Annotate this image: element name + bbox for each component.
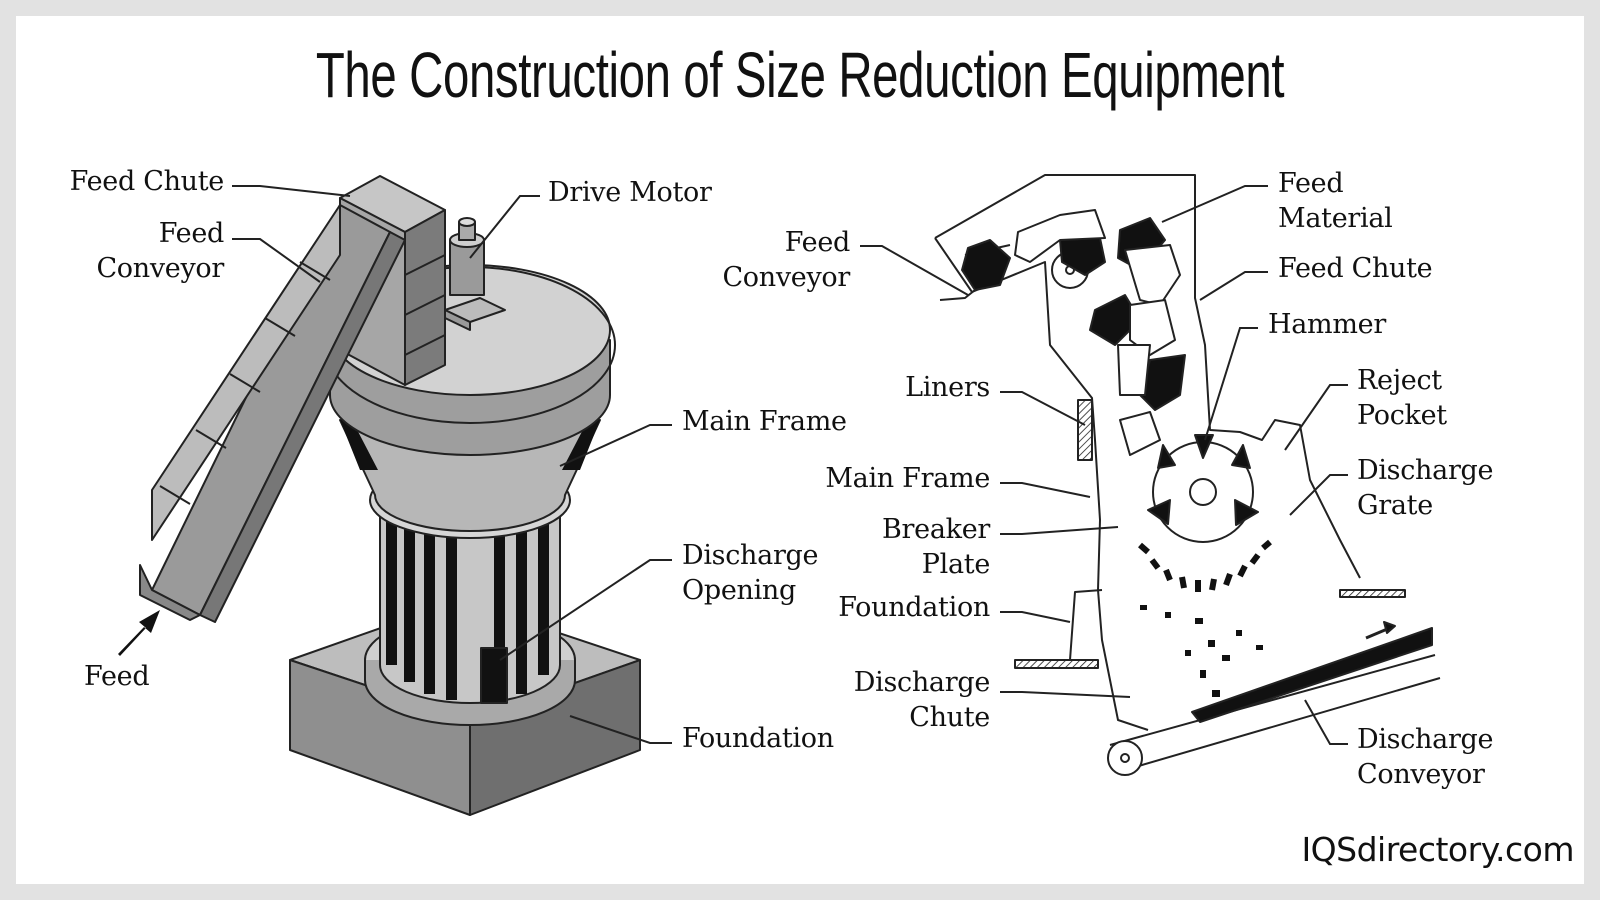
label-discharge-opening-line2: Opening [682, 575, 796, 606]
label-hammer: Hammer [1268, 309, 1386, 340]
discharge-grate [1138, 539, 1272, 592]
label-feed-material-line2: Material [1278, 203, 1393, 234]
discharge-opening [480, 647, 508, 704]
label-breaker-plate-line2: Plate [921, 549, 991, 580]
crusher-body [379, 499, 561, 704]
feed-arrow [118, 610, 160, 656]
label-feed-chute-left: Feed Chute [69, 166, 225, 197]
label-discharge-grate-line1: Discharge [1357, 455, 1494, 486]
hammer-mill-section [934, 174, 1441, 776]
mill-housing [934, 174, 1361, 579]
feed-conveyor-shape [139, 204, 406, 623]
label-drive-motor: Drive Motor [548, 177, 712, 208]
label-breaker-plate-line1: Breaker [882, 514, 990, 545]
label-main-frame-right: Main Frame [825, 463, 990, 494]
label-discharge-chute-line2: Chute [909, 702, 990, 733]
foundation-right [1339, 589, 1406, 598]
label-foundation-left: Foundation [682, 723, 834, 754]
feed-material-rocks [961, 209, 1186, 456]
label-feed: Feed [84, 661, 150, 692]
foundation-left [1014, 659, 1099, 669]
label-feed-conveyor-right-line2: Conveyor [722, 262, 850, 293]
label-discharge-grate-line2: Grate [1357, 490, 1433, 521]
label-feed-conveyor-left-line1: Feed [158, 218, 225, 249]
label-discharge-opening-line1: Discharge [682, 540, 819, 571]
label-main-frame-left: Main Frame [682, 406, 847, 437]
label-feed-conveyor-right-line1: Feed [784, 227, 851, 258]
hammer-rotor [1147, 434, 1259, 543]
leader-lines [232, 185, 1348, 745]
label-feed-conveyor-left-line2: Conveyor [96, 253, 224, 284]
label-liners: Liners [905, 372, 990, 403]
page-title: The Construction of Size Reduction Equip… [315, 39, 1285, 111]
discharge-conveyor-shape [1107, 621, 1441, 776]
label-reject-pocket-line1: Reject [1357, 365, 1442, 396]
label-reject-pocket-line2: Pocket [1357, 400, 1447, 431]
label-feed-chute-right: Feed Chute [1278, 253, 1433, 284]
discharged-particles [1140, 605, 1263, 697]
label-discharge-conveyor-line1: Discharge [1357, 724, 1494, 755]
label-discharge-conveyor-line2: Conveyor [1357, 759, 1485, 790]
isometric-crusher [118, 175, 641, 816]
watermark-text: IQSdirectory.com [1301, 830, 1574, 869]
label-foundation-right: Foundation [838, 592, 990, 623]
liner-strip [1077, 399, 1093, 461]
label-discharge-chute-line1: Discharge [853, 667, 991, 698]
label-feed-material-line1: Feed [1278, 168, 1344, 199]
